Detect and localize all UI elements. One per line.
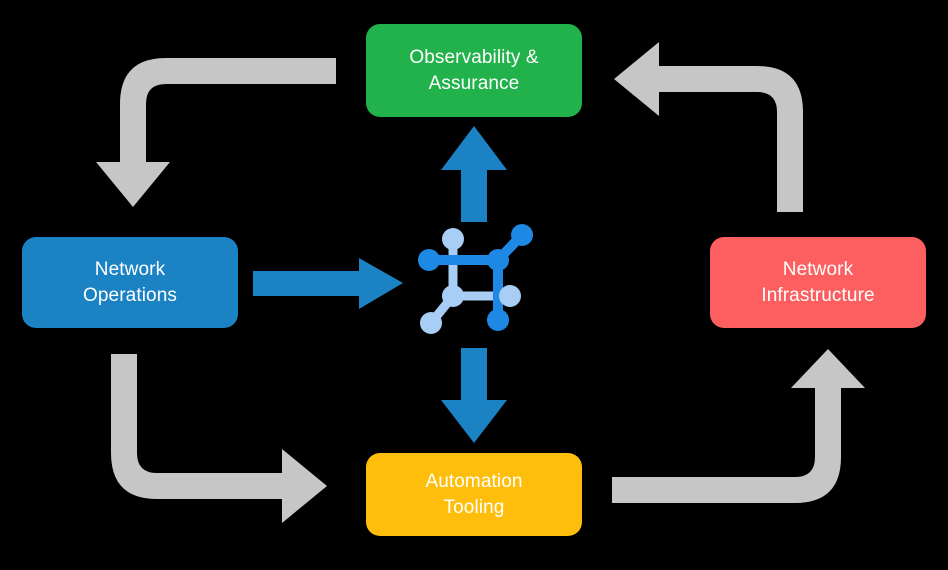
blue-arrow-up [441, 126, 507, 222]
elbow-arrow-top-right [614, 42, 803, 212]
node-box-network-infrastructure[interactable]: Network Infrastructure [710, 237, 926, 328]
elbow-arrow-bottom-right [612, 349, 865, 503]
node-label-automation-tooling: Automation Tooling [425, 471, 523, 518]
topology-nodes-secondary [420, 228, 521, 334]
elbow-arrow-top-left [96, 58, 336, 207]
node-label-network-operations: Network Operations [83, 259, 177, 306]
blue-arrow-right [253, 258, 403, 309]
node-box-automation-tooling[interactable]: Automation Tooling [366, 453, 582, 536]
node-label-observability: Observability & Assurance [409, 47, 539, 94]
node-box-network-operations[interactable]: Network Operations [22, 237, 238, 328]
topology-nodes-primary [418, 224, 533, 331]
node-box-observability[interactable]: Observability & Assurance [366, 24, 582, 117]
network-topology-icon-svg [418, 224, 533, 334]
network-topology-icon [418, 220, 538, 340]
elbow-arrow-bottom-left [111, 354, 327, 523]
node-label-network-infrastructure: Network Infrastructure [761, 259, 875, 306]
blue-arrow-down [441, 348, 507, 443]
